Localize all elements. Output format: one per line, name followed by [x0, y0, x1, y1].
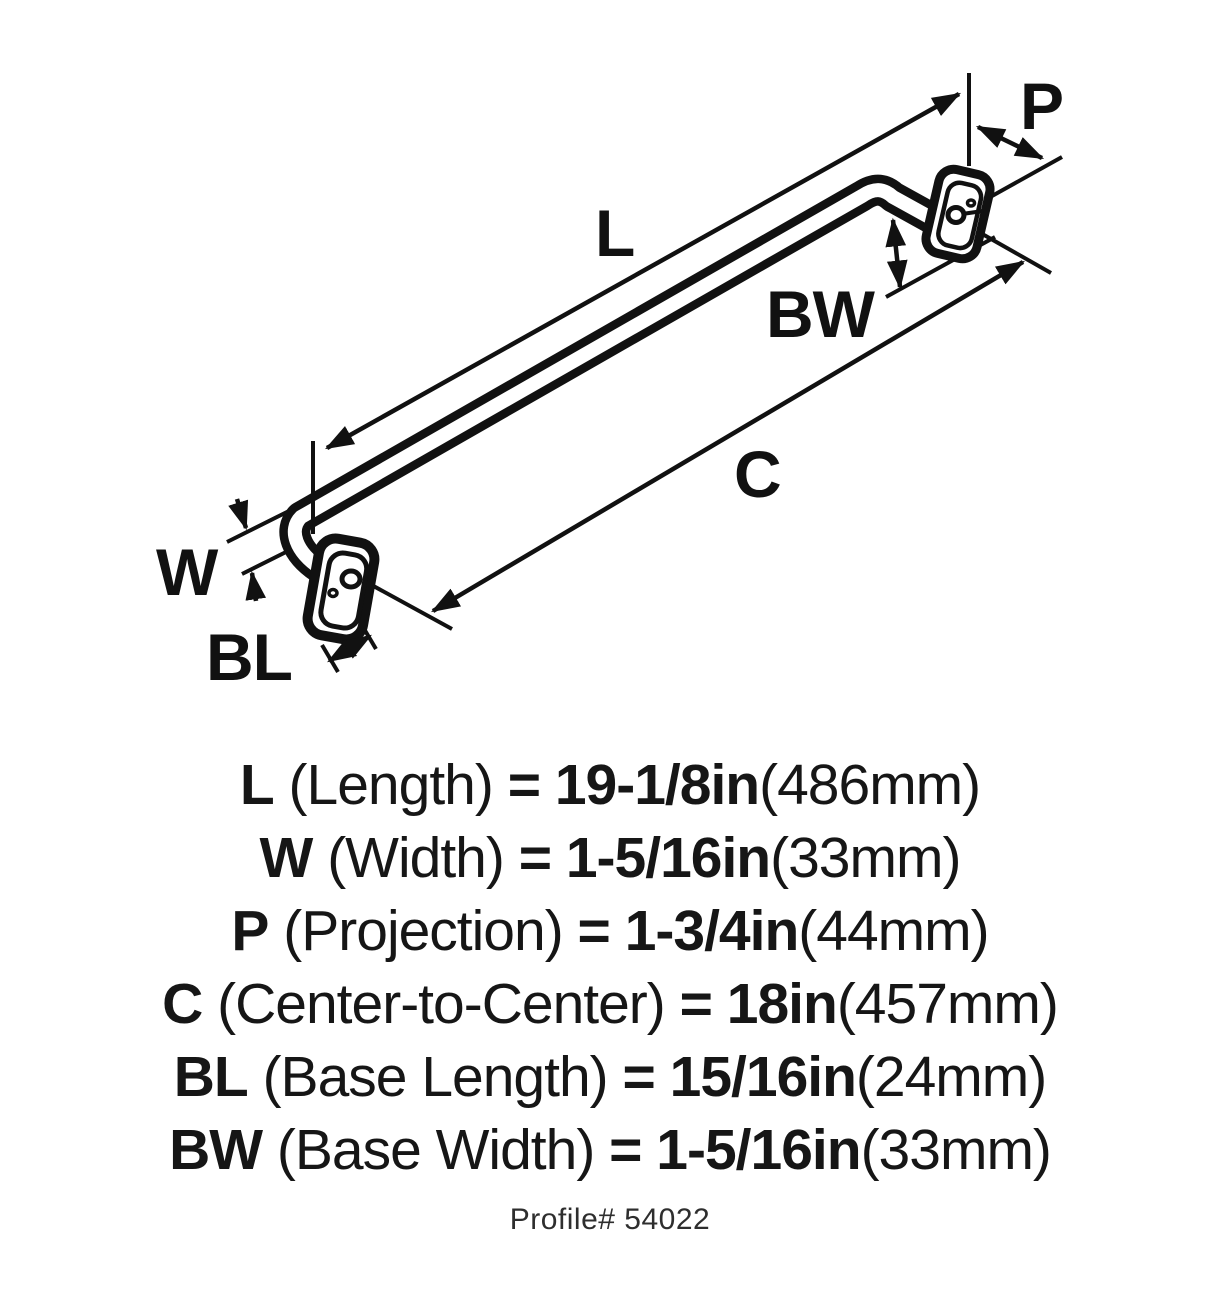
spec-value-mm: (457mm): [836, 972, 1059, 1036]
dim-line-base-width: [885, 217, 908, 290]
profile-number: Profile# 54022: [509, 1203, 711, 1236]
label-center-to-center: C: [734, 437, 781, 511]
ref-line-center-right: [976, 229, 1052, 275]
dim-line-length: [324, 92, 962, 450]
spec-value-in: 18in: [726, 972, 838, 1036]
spec-value-in: 1-5/16in: [656, 1118, 861, 1182]
spec-name: (Base Length): [262, 1045, 609, 1109]
spec-value-mm: (24mm): [855, 1045, 1047, 1109]
spec-value-mm: (33mm): [770, 826, 961, 890]
spec-equals: =: [577, 899, 611, 963]
spec-equals: =: [507, 753, 541, 817]
dim-line-projection: [975, 124, 1045, 161]
label-width: W: [156, 535, 219, 609]
ref-line-projection: [982, 155, 1063, 203]
spec-name: (Center-to-Center): [217, 972, 666, 1036]
label-length: L: [595, 196, 634, 270]
left-mounting-base: [302, 533, 380, 645]
spec-equals: =: [622, 1045, 655, 1109]
spec-line-length: L (Length) = 19-1/8in(486mm): [0, 749, 1220, 822]
left-base-screw-hole: [339, 568, 363, 590]
spec-code: W: [259, 826, 314, 890]
right-base-slot: [961, 209, 984, 216]
spec-code: BW: [169, 1118, 263, 1182]
spec-name: (Projection): [283, 899, 563, 963]
spec-line-projection: P (Projection) = 1-3/4in(44mm): [0, 895, 1220, 968]
spec-name: (Base Width): [276, 1118, 595, 1182]
right-base-dot: [965, 198, 977, 208]
label-projection: P: [1020, 69, 1063, 143]
dim-line-center-to-center: [431, 260, 1025, 613]
spec-line-center-to-center: C (Center-to-Center) = 18in(457mm): [0, 968, 1220, 1041]
handle-diagram-wrap: L P BW C W BL: [156, 69, 1064, 694]
spec-name: (Width): [327, 826, 505, 890]
ref-line-width-top: [226, 507, 294, 544]
dimension-arrows: [228, 92, 1045, 663]
spec-line-base-width: BW (Base Width) = 1-5/16in(33mm): [0, 1114, 1220, 1187]
spec-list: L (Length) = 19-1/8in(486mm) W (Width) =…: [0, 749, 1220, 1187]
spec-name: (Length): [288, 753, 494, 817]
spec-code: L: [239, 753, 275, 817]
spec-value-in: 19-1/8in: [554, 753, 760, 817]
spec-value-mm: (486mm): [759, 753, 981, 817]
spec-code: P: [231, 899, 269, 963]
spec-value-in: 1-5/16in: [565, 826, 771, 890]
dim-arrow-width-bottom: [245, 570, 267, 602]
spec-equals: =: [679, 972, 713, 1036]
label-base-width: BW: [766, 277, 876, 351]
spec-code: C: [162, 972, 203, 1036]
handle-diagram: L P BW C W BL: [156, 69, 1064, 694]
dim-arrow-width-top: [228, 498, 249, 531]
spec-value-in: 15/16in: [669, 1045, 857, 1109]
spec-value-mm: (33mm): [860, 1118, 1052, 1182]
spec-line-base-length: BL (Base Length) = 15/16in(24mm): [0, 1041, 1220, 1114]
left-base-inner-line: [318, 550, 370, 631]
left-base-dot: [327, 587, 339, 599]
spec-value-in: 1-3/4in: [624, 899, 800, 963]
vertical-extension-lines: [311, 73, 971, 534]
spec-code: BL: [173, 1045, 249, 1109]
spec-value-mm: (44mm): [798, 899, 989, 963]
label-base-length: BL: [206, 620, 292, 694]
spec-equals: =: [518, 826, 552, 890]
right-mounting-base: [921, 164, 995, 264]
dim-line-base-length: [327, 634, 372, 663]
spec-equals: =: [609, 1118, 642, 1182]
spec-line-width: W (Width) = 1-5/16in(33mm): [0, 822, 1220, 895]
